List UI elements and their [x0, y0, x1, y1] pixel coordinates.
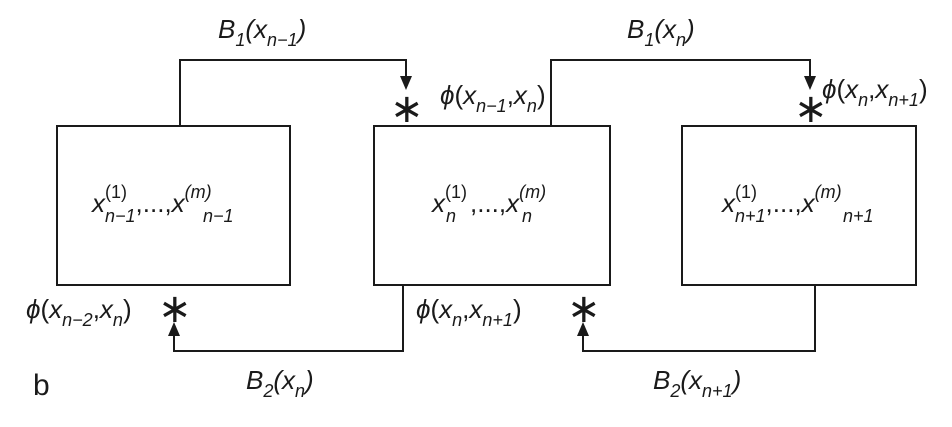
box-n-label: x(1)n,...,x(m)n [430, 182, 546, 226]
wire-b2-next [582, 285, 816, 352]
label-phi-curr-next-bottom: ϕ(xn,xn+1) [416, 294, 522, 330]
arrow-b1-prev [400, 76, 412, 90]
label-b1-prev: B1(xn−1) [218, 14, 306, 50]
star-marker-bottom-left: ∗ [158, 286, 192, 332]
panel-label: b [33, 369, 50, 402]
star-marker-bottom-right: ∗ [567, 286, 601, 332]
label-b2-next: B2(xn+1) [653, 365, 741, 401]
box-n-plus-1-label: x(1)n+1,...,x(m)n+1 [720, 182, 874, 226]
label-b2-curr: B2(xn) [246, 365, 314, 401]
star-marker-top-left: ∗ [390, 86, 424, 132]
arrow-b1-curr [804, 76, 816, 90]
wire-b1-curr [550, 59, 811, 126]
star-marker-top-right: ∗ [794, 86, 828, 132]
arrow-b2-curr [168, 322, 180, 336]
label-b1-curr: B1(xn) [627, 14, 695, 50]
box-n-minus-1-label: x(1)n−1,...,x(m)n−1 [90, 182, 234, 226]
wire-b1-prev [179, 59, 407, 126]
box-n-minus-1 [56, 125, 291, 286]
label-phi-prev-curr: ϕ(xn−1,xn) [440, 80, 546, 116]
label-phi-curr-next-top: ϕ(xn,xn+1) [822, 74, 928, 110]
label-phi-prev2-curr: ϕ(xn−2,xn) [26, 294, 132, 330]
wire-b2-curr [173, 285, 404, 352]
arrow-b2-next [577, 322, 589, 336]
box-n-plus-1 [681, 125, 917, 286]
box-n [373, 125, 611, 286]
